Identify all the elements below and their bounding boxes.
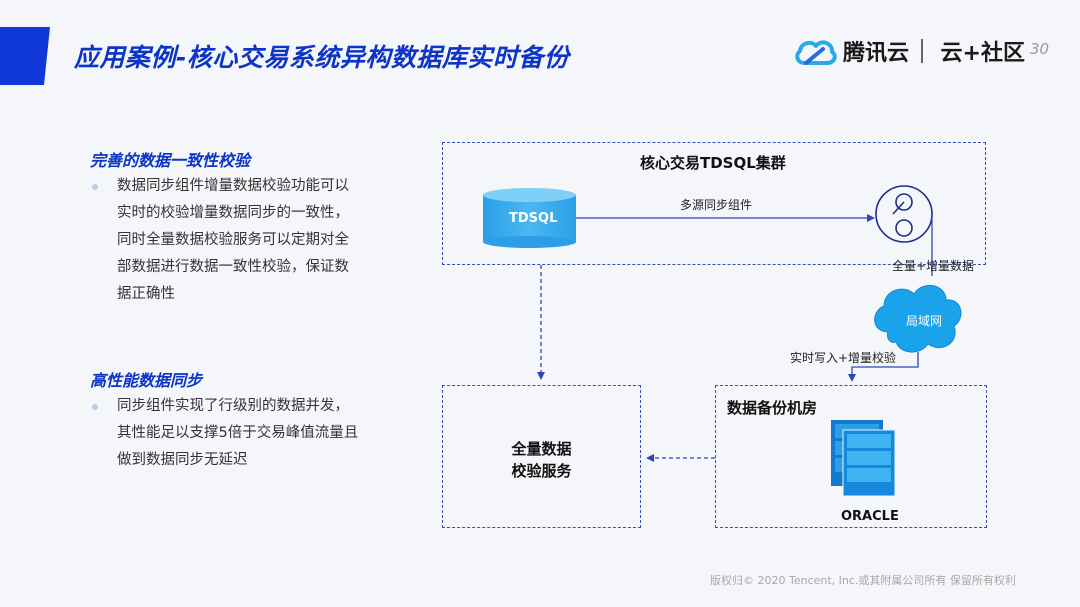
oracle-label: ORACLE bbox=[841, 509, 899, 524]
tdsql-database-icon bbox=[483, 188, 576, 248]
section2-line: 做到数据同步无延迟 bbox=[117, 452, 248, 468]
verify-service-label: 全量数据 校验服务 bbox=[442, 438, 641, 482]
title-accent-bar bbox=[0, 27, 50, 85]
sync-component-icon bbox=[875, 185, 933, 243]
copyright-footer: 版权归© 2020 Tencent, Inc.或其附属公司所有 保留所有权利 bbox=[710, 574, 1016, 587]
logo-separator bbox=[921, 39, 923, 63]
full-incremental-label: 全量+增量数据 bbox=[892, 259, 975, 273]
section1-heading: 完善的数据一致性校验 bbox=[90, 151, 251, 170]
backup-room-box bbox=[715, 385, 987, 528]
logo-brand-text: 腾讯云 bbox=[843, 41, 910, 66]
section2-bullet bbox=[92, 404, 98, 410]
section1-bullet bbox=[92, 184, 98, 190]
sync-component-label: 多源同步组件 bbox=[680, 198, 753, 212]
section2-line: 同步组件实现了行级别的数据并发， bbox=[117, 398, 349, 414]
section2-heading: 高性能数据同步 bbox=[90, 371, 203, 390]
verify-service-line2: 校验服务 bbox=[511, 462, 572, 480]
section1-line: 同时全量数据校验服务可以定期对全 bbox=[117, 232, 349, 248]
tdsql-cluster-box bbox=[442, 142, 986, 265]
section2-line: 其性能足以支撑5倍于交易峰值流量且 bbox=[117, 425, 359, 441]
section2-paragraph: 同步组件实现了行级别的数据并发， 其性能足以支撑5倍于交易峰值流量且 做到数据同… bbox=[117, 393, 407, 474]
page-number: 30 bbox=[1030, 40, 1050, 58]
cloud-logo-icon bbox=[795, 40, 837, 65]
oracle-server-icon bbox=[831, 420, 896, 497]
section1-line: 据正确性 bbox=[117, 286, 175, 302]
lan-label: 局域网 bbox=[906, 314, 943, 328]
cluster-title: 核心交易TDSQL集群 bbox=[640, 154, 786, 172]
lan-to-backup-arrow bbox=[848, 352, 919, 382]
section1-paragraph: 数据同步组件增量数据校验功能可以 实时的校验增量数据同步的一致性， 同时全量数据… bbox=[117, 173, 407, 308]
lan-cloud-icon bbox=[874, 285, 962, 353]
logo-community-text: 云+社区 bbox=[940, 41, 1025, 66]
section1-line: 数据同步组件增量数据校验功能可以 bbox=[117, 178, 349, 194]
realtime-write-label: 实时写入+增量校验 bbox=[790, 351, 897, 365]
verify-service-box bbox=[442, 385, 641, 528]
verify-service-line1: 全量数据 bbox=[511, 440, 572, 458]
tencent-cloud-logo: 腾讯云 云+社区 bbox=[793, 32, 1025, 70]
section1-line: 部数据进行数据一致性校验，保证数 bbox=[117, 259, 349, 275]
backup-room-title: 数据备份机房 bbox=[727, 399, 818, 417]
page-title: 应用案例-核心交易系统异构数据库实时备份 bbox=[74, 43, 570, 72]
section1-line: 实时的校验增量数据同步的一致性， bbox=[117, 205, 349, 221]
tdsql-label: TDSQL bbox=[509, 211, 558, 226]
